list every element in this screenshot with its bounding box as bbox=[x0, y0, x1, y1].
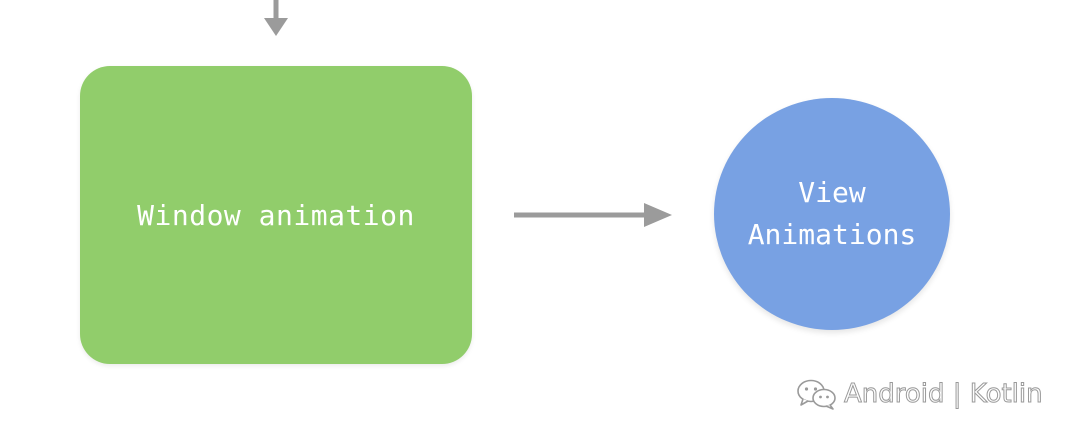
watermark-text: Android | Kotlin bbox=[844, 379, 1044, 410]
window-to-view-arrow bbox=[514, 203, 672, 227]
window-animation-label: Window animation bbox=[137, 198, 415, 232]
window-to-view-arrow-head bbox=[644, 203, 672, 227]
incoming-arrow-head bbox=[264, 18, 288, 36]
chat-bubbles-icon bbox=[797, 379, 836, 410]
view-animations-label-line1: View bbox=[798, 176, 866, 209]
incoming-arrow bbox=[264, 0, 288, 36]
window-animation-node: Window animation bbox=[80, 66, 472, 364]
view-animations-label-line2: Animations bbox=[747, 218, 917, 251]
watermark: Android | Kotlin bbox=[796, 378, 1043, 410]
view-animations-node: View Animations bbox=[714, 98, 950, 330]
